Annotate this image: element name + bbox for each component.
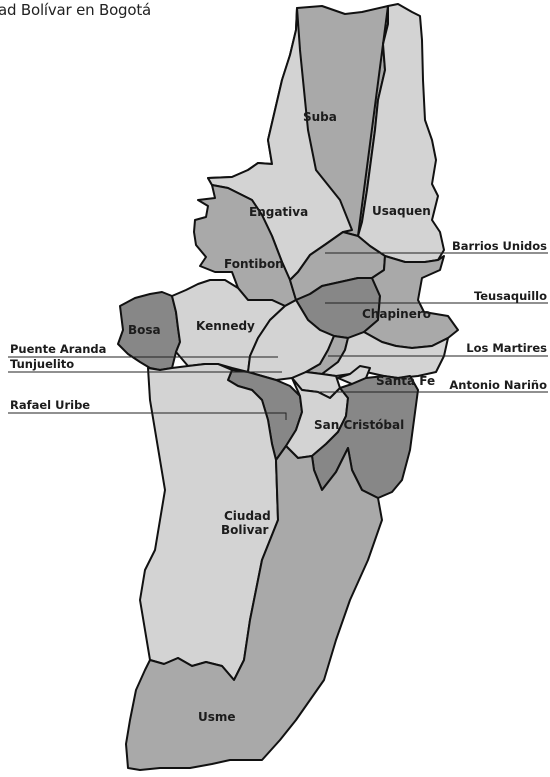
label-line: Ciudad: [224, 509, 271, 523]
label-suba: Suba: [303, 110, 337, 124]
callouts-layer: Barrios Unidos Teusaquillo Puente Aranda…: [8, 239, 548, 420]
callout-antonio-narino: Antonio Nariño: [449, 378, 547, 392]
suba-usaquen-border: [357, 5, 389, 237]
partial-title: ad Bolívar en Bogotá: [0, 1, 152, 19]
label-chapinero: Chapinero: [362, 307, 431, 321]
callout-tunjuelito: Tunjuelito: [10, 357, 74, 371]
callout-los-martires: Los Martires: [466, 341, 547, 355]
callout-puente-aranda: Puente Aranda: [10, 342, 106, 356]
label-usaquen: Usaquen: [372, 204, 431, 218]
district-usme[interactable]: [125, 445, 383, 771]
label-bosa: Bosa: [128, 323, 161, 337]
label-san-cristobal: San Cristóbal: [314, 418, 404, 432]
leader-rafael-uribe: [8, 412, 287, 420]
label-santa-fe: Santa Fe: [376, 374, 435, 388]
labels-layer: Suba Usaquen Engativa Fontibon Bosa Kenn…: [128, 110, 435, 724]
districts-layer: [117, 3, 459, 771]
label-usme: Usme: [198, 710, 236, 724]
callout-teusaquillo: Teusaquillo: [474, 289, 547, 303]
label-kennedy: Kennedy: [196, 319, 255, 333]
label-line: Bolivar: [221, 523, 269, 537]
label-engativa: Engativa: [249, 205, 308, 219]
label-fontibon: Fontibon: [224, 257, 284, 271]
callout-barrios-unidos: Barrios Unidos: [452, 239, 547, 253]
callout-rafael-uribe: Rafael Uribe: [10, 398, 90, 412]
